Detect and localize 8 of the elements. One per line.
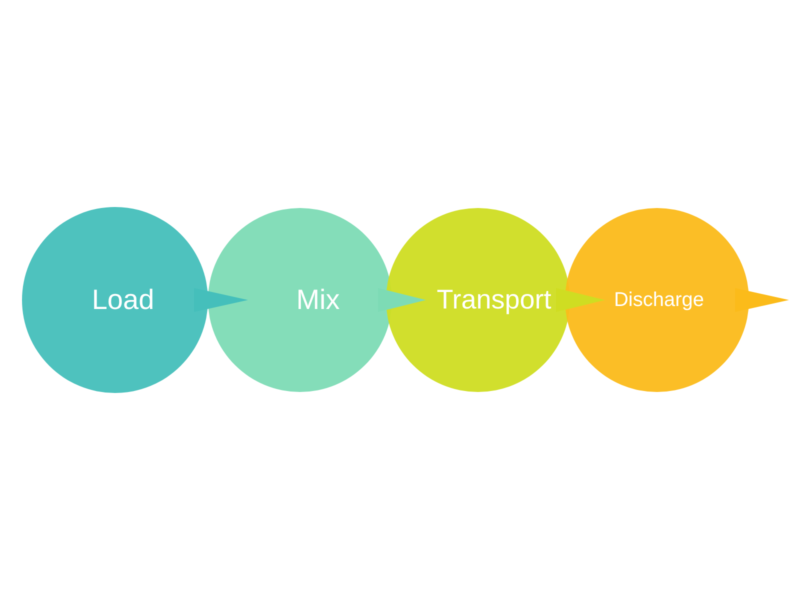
pointer-arrow (735, 288, 789, 312)
pointer-arrow (378, 288, 426, 312)
step-label: Mix (296, 286, 340, 314)
step-label: Load (92, 286, 154, 314)
step-label: Transport (436, 286, 552, 314)
pointer-arrow (194, 288, 248, 312)
pointer-arrow (556, 288, 605, 312)
step-label: Discharge (614, 290, 704, 310)
